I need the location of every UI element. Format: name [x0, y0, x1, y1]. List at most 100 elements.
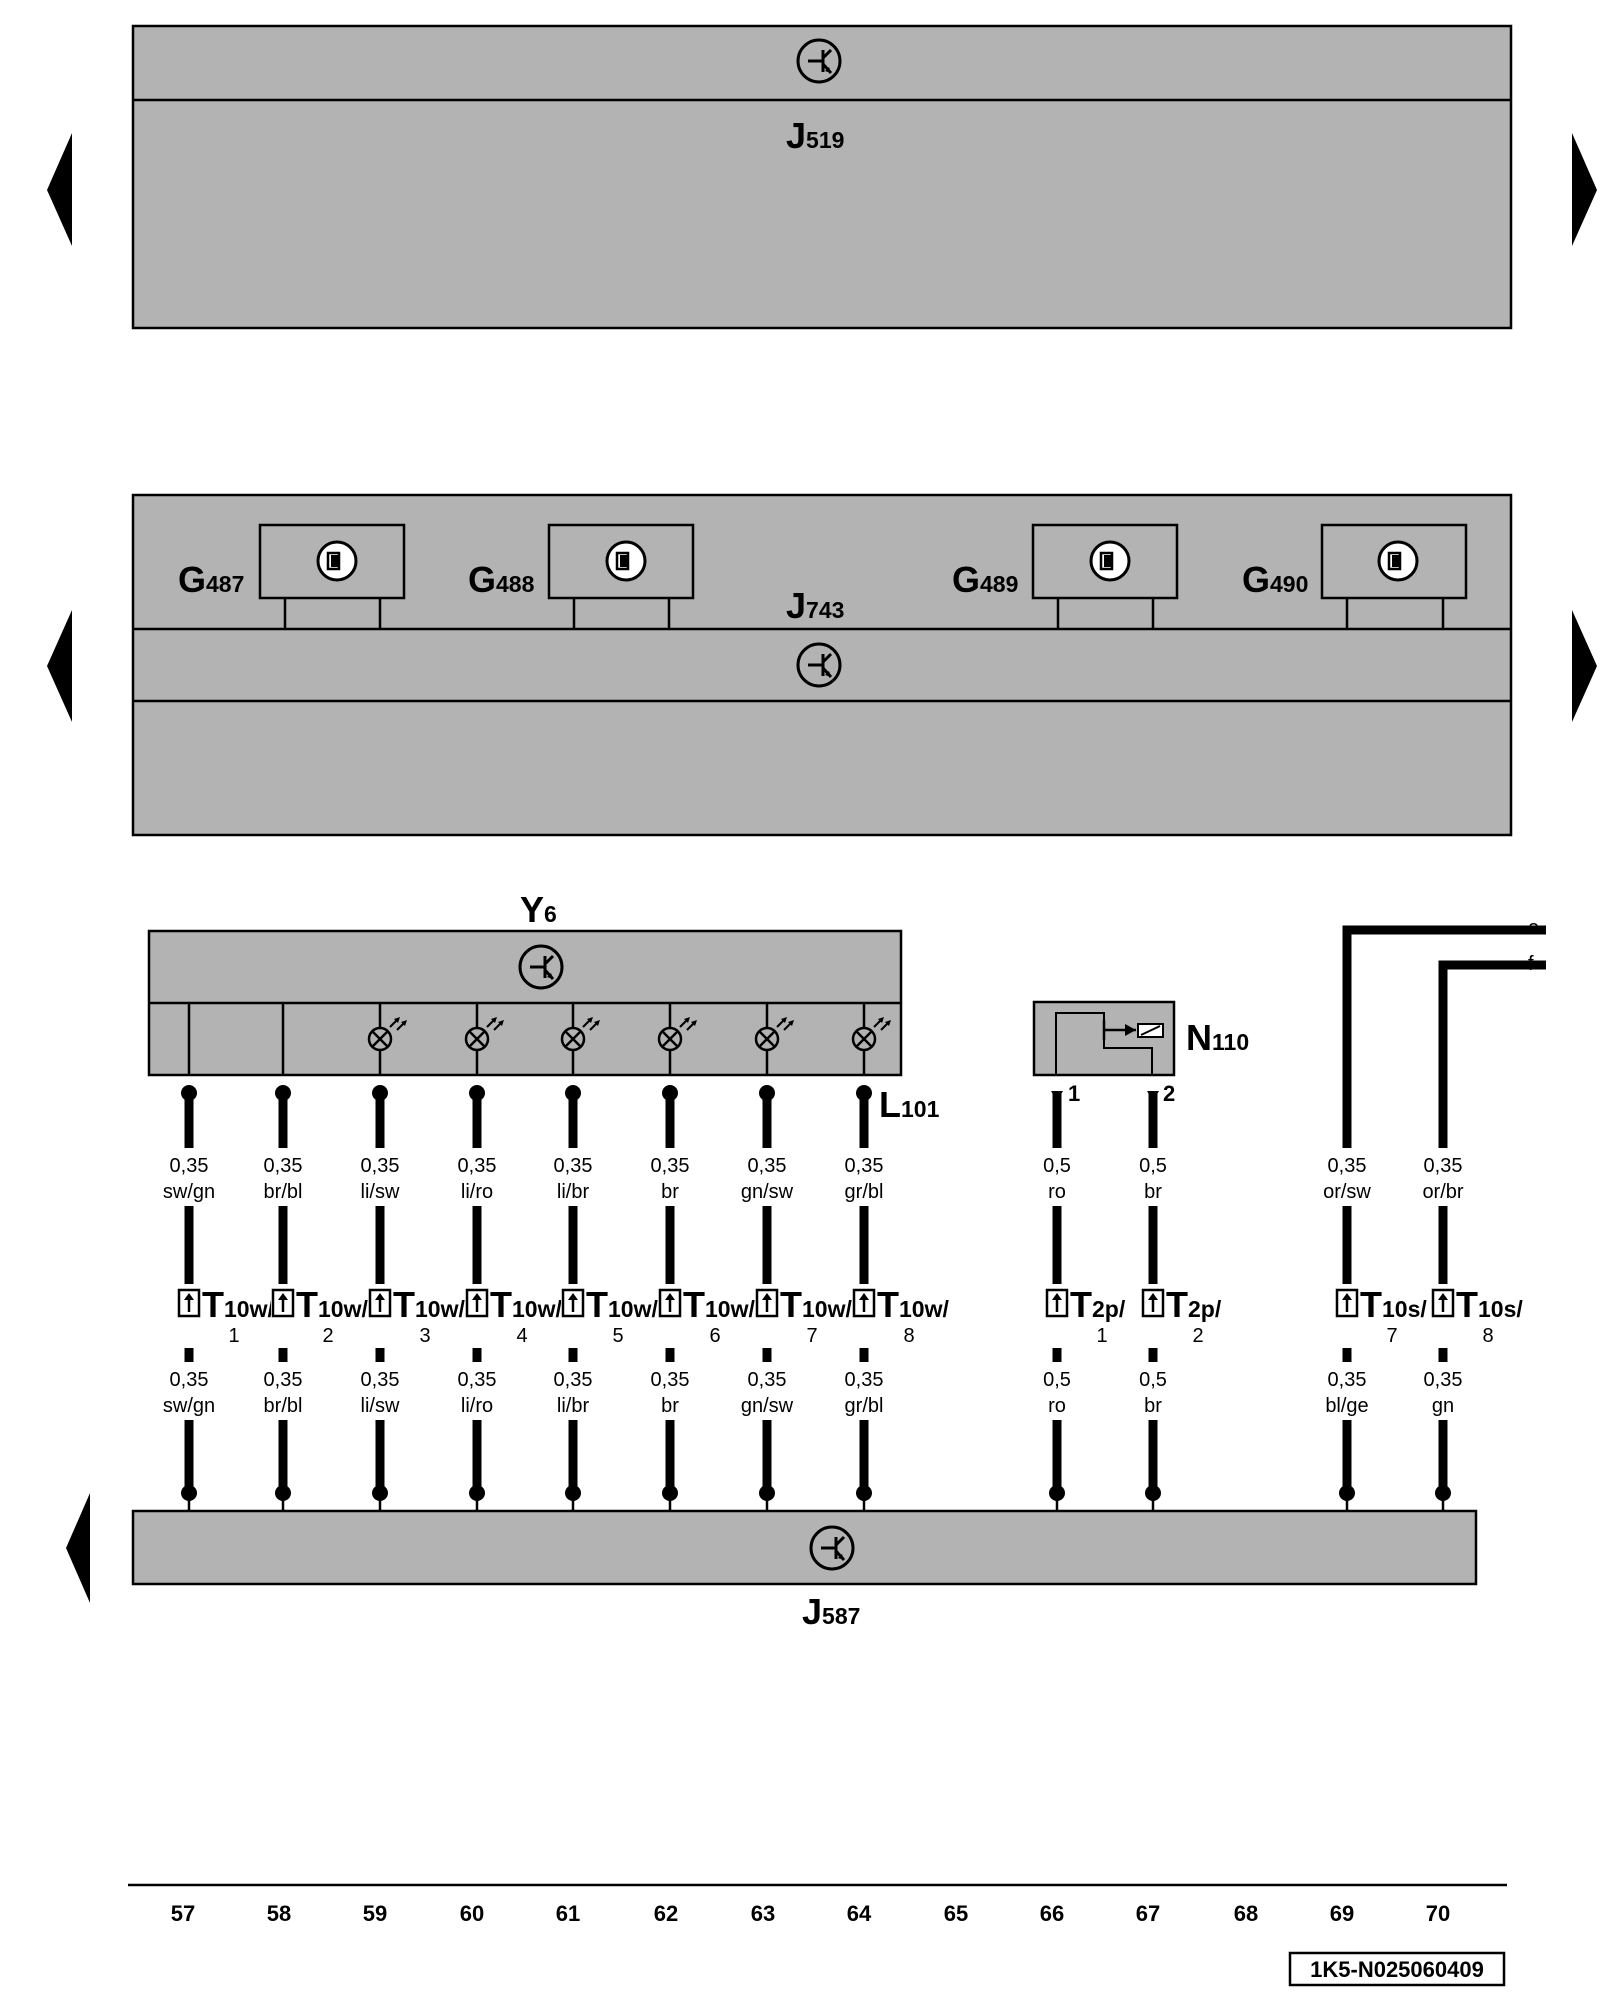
current-track-number: 69: [1330, 1901, 1354, 1926]
electronic-module-icon: [796, 38, 842, 84]
wire-color: li/sw: [361, 1181, 400, 1203]
next-page-arrow-icon[interactable]: [1572, 133, 1597, 246]
current-track-number: 67: [1136, 1901, 1160, 1926]
wire-color: br: [661, 1395, 679, 1417]
connector-icon: [852, 1288, 876, 1318]
connector-label: T2p/: [1166, 1284, 1222, 1325]
wire-label-bottom: 0,35 br: [626, 1362, 714, 1420]
wire-size: 0,35: [264, 1369, 303, 1391]
current-track-number: 59: [363, 1901, 387, 1926]
led-lamp-icon: [657, 1003, 699, 1075]
connector: T10w/1: [177, 1284, 275, 1348]
connector-pin: 6: [709, 1325, 720, 1347]
connector-label: T10w/: [683, 1284, 755, 1325]
connector-pin: 3: [419, 1325, 430, 1347]
wire-color: ro: [1048, 1395, 1066, 1417]
wire-size: 0,35: [554, 1369, 593, 1391]
connector: T10s/7: [1335, 1284, 1433, 1348]
wire-color: ro: [1048, 1181, 1066, 1203]
connector-label: T2p/: [1070, 1284, 1126, 1325]
connector: T10w/3: [368, 1284, 466, 1348]
led-lamp-icon: [464, 1003, 506, 1075]
label-j587: J587: [802, 1591, 860, 1632]
continuation-label-e: e: [1528, 917, 1539, 939]
wire-color: li/br: [557, 1395, 590, 1417]
current-track-number: 66: [1040, 1901, 1064, 1926]
wire-color: gn/sw: [741, 1181, 794, 1203]
wire-size: 0,35: [651, 1369, 690, 1391]
wire-size: 0,35: [361, 1369, 400, 1391]
wire-color: sw/gn: [163, 1395, 215, 1417]
wire-size: 0,35: [845, 1369, 884, 1391]
connector-icon: [368, 1288, 392, 1318]
current-track-number: 70: [1426, 1901, 1450, 1926]
n110-pin-label: 2: [1163, 1081, 1175, 1106]
previous-page-arrow-icon[interactable]: [47, 610, 72, 722]
connector-icon: [755, 1288, 779, 1318]
wire-color: sw/gn: [163, 1181, 215, 1203]
connector-label: T10w/: [296, 1284, 368, 1325]
valve-n110: N110 1 2: [1032, 1000, 1249, 1106]
connector-pin: 7: [806, 1325, 817, 1347]
led-lamp-icon: [560, 1003, 602, 1075]
label-l101: L101: [879, 1084, 940, 1125]
connector: T10w/6: [658, 1284, 756, 1348]
wire-size: 0,35: [748, 1369, 787, 1391]
connector-icon: [1431, 1288, 1455, 1318]
wire-color: or/sw: [1323, 1181, 1371, 1203]
connector-icon: [561, 1288, 585, 1318]
current-track-number: 60: [460, 1901, 484, 1926]
previous-page-arrow-icon[interactable]: [66, 1493, 90, 1603]
connector-icon: [658, 1288, 682, 1318]
wire-junction: [181, 1085, 197, 1101]
connector-icon: [1045, 1288, 1069, 1318]
module-y6: Y6 L101: [147, 889, 940, 1125]
label-y6: Y6: [520, 889, 557, 930]
connector-label: T10s/: [1360, 1284, 1427, 1325]
wire-color: or/br: [1422, 1181, 1463, 1203]
next-page-arrow-icon[interactable]: [1572, 610, 1597, 722]
connector-icon: [465, 1288, 489, 1318]
wire-label-bottom: 0,35 gn/sw: [723, 1362, 811, 1420]
wire-size: 0,5: [1043, 1369, 1071, 1391]
electronic-module-icon: [796, 642, 842, 688]
current-track-number: 58: [267, 1901, 291, 1926]
connector-icon: [271, 1288, 295, 1318]
wire-label-bottom: 0,5 ro: [1013, 1362, 1101, 1420]
wire-size: 0,35: [170, 1369, 209, 1391]
current-track-number: 57: [171, 1901, 195, 1926]
wire-12: [1435, 960, 1546, 1511]
connector-label: T10s/: [1456, 1284, 1523, 1325]
module-j743: J743 G487 G488 G489 G49: [131, 493, 1513, 837]
connector-label: T10w/: [490, 1284, 562, 1325]
pin-arrow-icon: [1147, 1091, 1159, 1101]
connector-label: T10w/: [393, 1284, 465, 1325]
label-g488: G488: [468, 559, 535, 600]
led-lamp-icon: [851, 1003, 893, 1075]
sensor-icon: [605, 540, 647, 582]
wire-size: 0,35: [458, 1155, 497, 1177]
reference-box: 1K5-N025060409: [1288, 1951, 1506, 1987]
sensor-g489: G489: [952, 523, 1179, 629]
connector-pin: 1: [1096, 1325, 1107, 1347]
wire-color: br/bl: [264, 1395, 303, 1417]
wire-color: gn/sw: [741, 1395, 794, 1417]
wire-size: 0,35: [264, 1155, 303, 1177]
wire-label-top: 0,35 sw/gn: [145, 1148, 233, 1206]
previous-page-arrow-icon[interactable]: [47, 133, 72, 246]
connector-icon: [1335, 1288, 1359, 1318]
wire-size: 0,35: [170, 1155, 209, 1177]
wire-label-bottom: 0,35 li/br: [529, 1362, 617, 1420]
wire-size: 0,35: [1328, 1155, 1367, 1177]
connector-pin: 2: [1192, 1325, 1203, 1347]
electronic-module-icon: [518, 944, 564, 990]
sensor-icon: [1377, 540, 1419, 582]
